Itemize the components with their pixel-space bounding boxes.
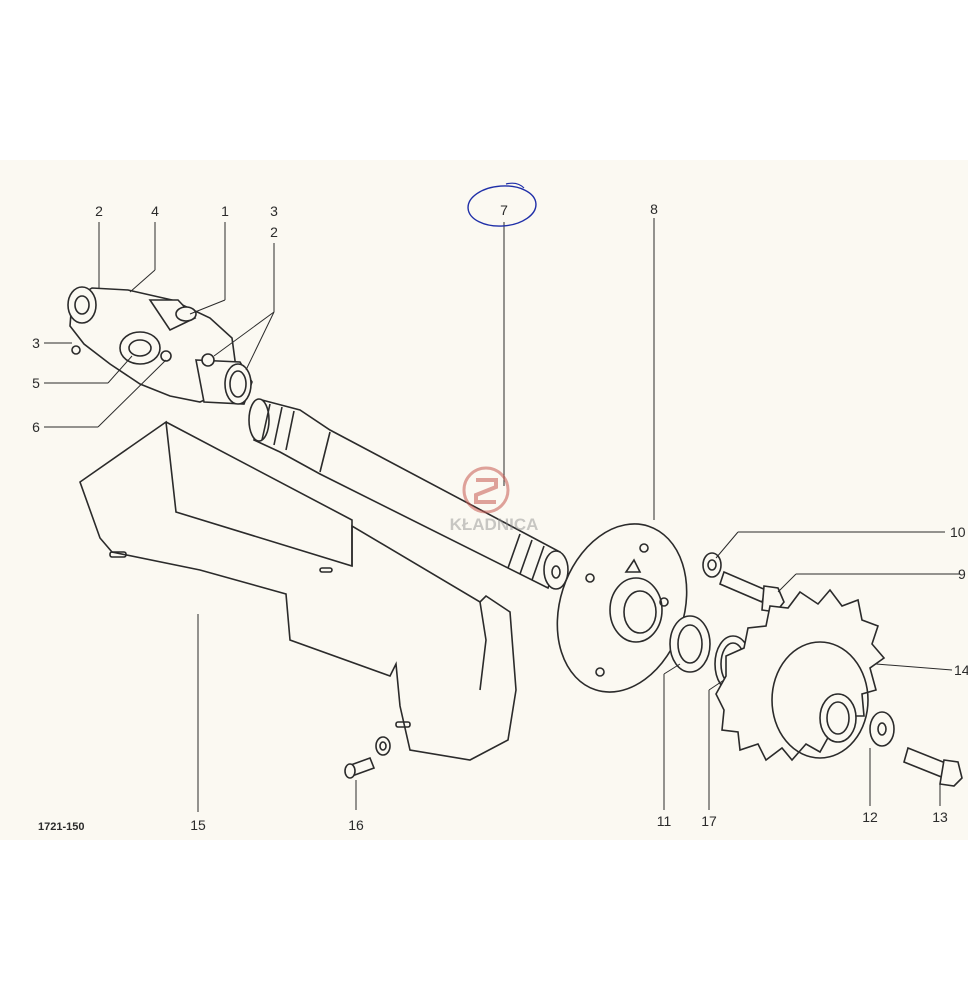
callout-2: 2 (95, 203, 103, 219)
bolt-13 (903, 746, 963, 787)
callout-7: 7 (500, 202, 508, 218)
ring-11 (669, 615, 711, 673)
washer-12 (869, 711, 895, 747)
sprocket (715, 588, 886, 762)
callout-16: 16 (348, 817, 364, 833)
highlight-circle-tail (505, 182, 525, 189)
callout-3: 3 (32, 335, 40, 351)
watermark-logo (462, 466, 510, 514)
leader-lines (44, 218, 960, 812)
callout-15: 15 (190, 817, 206, 833)
callout-5: 5 (32, 375, 40, 391)
highlight-circle (467, 185, 537, 227)
callout-10: 10 (950, 524, 966, 540)
callout-11: 11 (657, 813, 672, 829)
callout-13: 13 (932, 809, 948, 825)
drawing-code: 1721-150 (38, 821, 85, 833)
callout-labels: 2 4 1 3 2 3 5 6 7 8 10 9 14 11 17 12 13 … (32, 201, 968, 833)
callout-12: 12 (862, 809, 878, 825)
callout-1: 1 (221, 203, 229, 219)
callout-2-upper: 2 (270, 224, 278, 240)
callout-9: 9 (958, 566, 966, 582)
callout-14: 14 (954, 662, 968, 678)
callout-6: 6 (32, 419, 40, 435)
callout-8: 8 (650, 201, 658, 217)
washer-10 (702, 552, 722, 578)
callout-4: 4 (151, 203, 159, 219)
guard-plate (79, 420, 517, 761)
splined-shaft (248, 398, 569, 590)
flange (556, 523, 688, 693)
watermark-text: KŁADNICA (450, 515, 539, 534)
bolt-16 (344, 736, 391, 779)
callout-17: 17 (701, 813, 717, 829)
universal-joint (67, 286, 253, 405)
callout-3-upper: 3 (270, 203, 278, 219)
